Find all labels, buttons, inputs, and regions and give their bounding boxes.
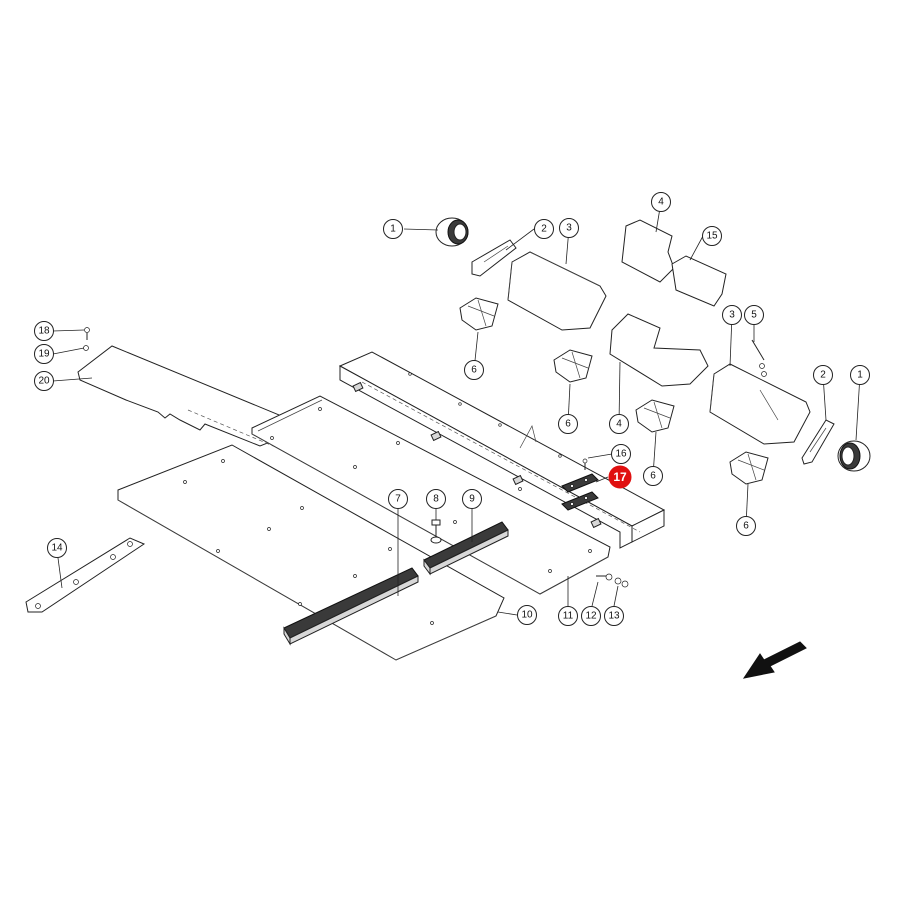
callout-2-right: 2 [813,365,833,385]
callout-label: 6 [565,419,571,430]
callout-label: 8 [433,494,439,505]
callout-6-b: 6 [558,414,578,434]
callout-20: 20 [34,371,54,391]
callout-18: 18 [34,321,54,341]
callout-label: 4 [616,419,622,430]
callout-label: 16 [615,449,627,460]
part-9-strip [423,521,509,576]
callout-6-a: 6 [464,360,484,380]
part-6-bracket-b [553,349,593,383]
part-2-clamp-right [801,419,835,465]
part-7-strip [283,567,419,646]
callout-label: 11 [563,611,574,622]
callout-6-c: 6 [643,466,663,486]
callout-1-top: 1 [383,219,403,239]
callout-label: 13 [608,611,620,622]
callout-13: 13 [604,606,624,626]
part-5-bolt [751,339,767,377]
callout-11: 11 [558,606,578,626]
part-3-hood-right [709,363,811,445]
callout-label: 2 [541,224,547,235]
callout-12: 12 [581,606,601,626]
part-4-cover-top [621,219,675,283]
callout-2-top: 2 [534,219,554,239]
callout-label: 4 [658,197,664,208]
part-12-13-fasteners [596,573,629,588]
callout-label: 20 [38,376,50,387]
callout-6-d: 6 [736,516,756,536]
callout-label: 10 [521,610,533,621]
callout-16: 16 [611,444,631,464]
part-1-ring-right [837,440,871,472]
callout-label: 5 [751,310,757,321]
callout-label: 9 [469,494,475,505]
part-4-cover-mid [609,313,709,387]
callout-label: 19 [38,349,50,360]
arrow-down-left-icon [742,641,807,679]
callout-label: 6 [743,521,749,532]
part-3-hood-left [507,251,607,331]
callout-label: 6 [650,471,656,482]
callout-14: 14 [47,538,67,558]
callout-label: 14 [51,543,63,554]
part-14-bracket [25,537,146,613]
callout-label: 15 [706,231,718,242]
callout-label: 6 [471,365,477,376]
callout-19: 19 [34,344,54,364]
callout-7: 7 [388,489,408,509]
part-1-ring-left [435,217,469,247]
callout-10: 10 [517,605,537,625]
callout-label: 1 [857,370,863,381]
callout-label: 3 [729,310,735,321]
callout-label: 1 [390,224,396,235]
callout-4-top: 4 [651,192,671,212]
callout-label: 7 [395,494,401,505]
part-6-bracket-d [729,451,769,485]
callout-5: 5 [744,305,764,325]
part-2-clamp-left [471,239,517,277]
callout-label: 2 [820,370,826,381]
callout-9: 9 [462,489,482,509]
part-15-cover [671,255,727,307]
part-18-19-fasteners [83,327,90,351]
callout-3-right: 3 [722,305,742,325]
part-10-floor-sheet [117,444,505,661]
part-16-screw [582,458,588,470]
callout-label: 18 [38,326,50,337]
part-6-bracket-a [459,297,499,331]
callout-1-right: 1 [850,365,870,385]
callout-label: 3 [566,223,572,234]
callout-3-top: 3 [559,218,579,238]
callout-label: 12 [585,611,597,622]
callout-15: 15 [702,226,722,246]
part-6-bracket-c [635,399,675,433]
callout-17-highlighted[interactable]: 17 [608,465,632,489]
callout-8: 8 [426,489,446,509]
callout-4-mid: 4 [609,414,629,434]
callout-label: 17 [613,470,627,484]
part-17-plates [561,473,599,511]
